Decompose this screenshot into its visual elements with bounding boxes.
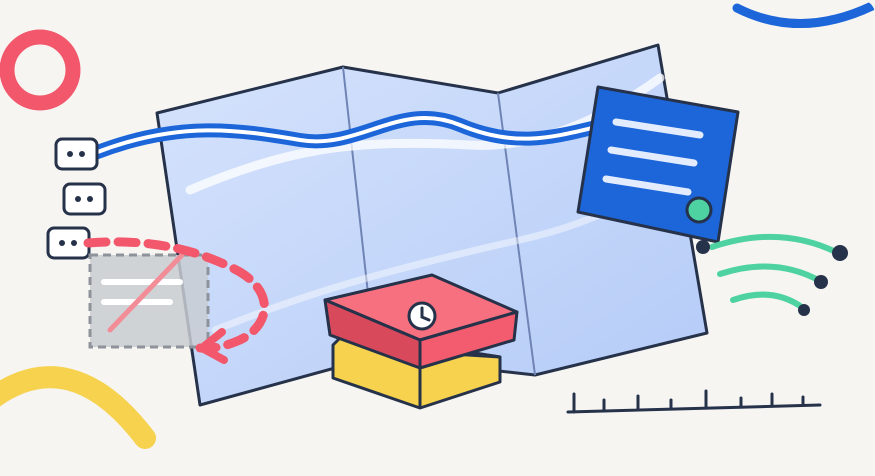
blue-arc-decoration [732,1,875,28]
scale-bar [566,389,822,414]
node-chip [54,137,99,171]
status-dot-icon [685,196,713,224]
dashed-loop-path [83,237,269,353]
red-box [323,273,519,370]
placeholder-card [88,252,210,349]
route-line-inner [93,115,607,155]
node-chip [46,226,91,260]
note-card [576,85,740,244]
signal-icon [696,233,848,316]
ring-decoration [0,29,81,111]
node-chip [62,182,107,216]
arrow-head-icon [198,328,228,364]
yellow-arc-decoration [0,366,156,449]
